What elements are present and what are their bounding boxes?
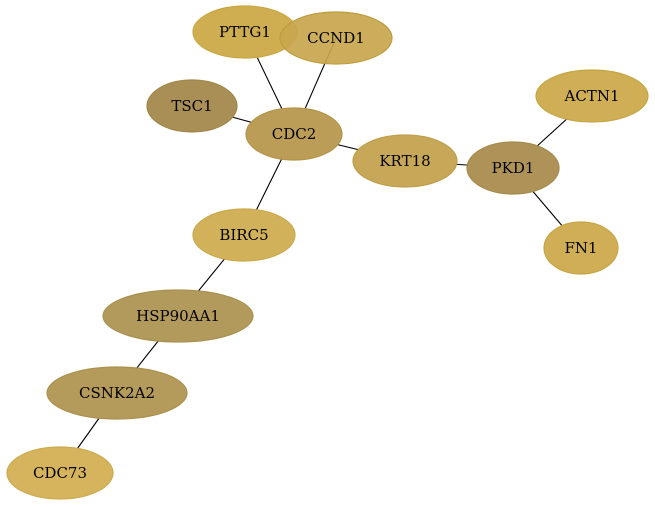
node-ellipse	[146, 79, 238, 133]
node-fn1[interactable]: FN1	[543, 221, 619, 275]
node-ellipse	[543, 221, 619, 275]
node-cdc2[interactable]: CDC2	[245, 107, 343, 161]
node-label: CDC2	[272, 125, 317, 143]
node-label: CDC73	[33, 464, 87, 482]
node-krt18[interactable]: KRT18	[352, 134, 458, 188]
node-ellipse	[245, 107, 343, 161]
node-label: KRT18	[379, 152, 430, 170]
node-ellipse	[46, 366, 188, 420]
node-pkd1[interactable]: PKD1	[466, 141, 560, 195]
node-label: PKD1	[492, 159, 535, 177]
node-ellipse	[192, 208, 296, 262]
node-label: CSNK2A2	[79, 384, 155, 402]
node-pttg1[interactable]: PTTG1	[192, 5, 298, 59]
node-label: PTTG1	[219, 23, 271, 41]
node-actn1[interactable]: ACTN1	[535, 69, 649, 123]
node-label: BIRC5	[219, 226, 268, 244]
node-csnk2a2[interactable]: CSNK2A2	[46, 366, 188, 420]
node-tsc1[interactable]: TSC1	[146, 79, 238, 133]
node-label: FN1	[564, 239, 597, 257]
node-ellipse	[6, 446, 114, 500]
node-label: CCND1	[307, 29, 365, 47]
node-label: HSP90AA1	[136, 307, 220, 325]
node-label: TSC1	[171, 97, 212, 115]
node-hsp90aa1[interactable]: HSP90AA1	[102, 289, 254, 343]
node-ellipse	[352, 134, 458, 188]
node-ellipse	[535, 69, 649, 123]
node-ellipse	[466, 141, 560, 195]
node-ellipse	[279, 11, 393, 65]
node-label: ACTN1	[564, 87, 620, 105]
node-ellipse	[102, 289, 254, 343]
node-birc5[interactable]: BIRC5	[192, 208, 296, 262]
node-ccnd1[interactable]: CCND1	[279, 11, 393, 65]
node-cdc73[interactable]: CDC73	[6, 446, 114, 500]
